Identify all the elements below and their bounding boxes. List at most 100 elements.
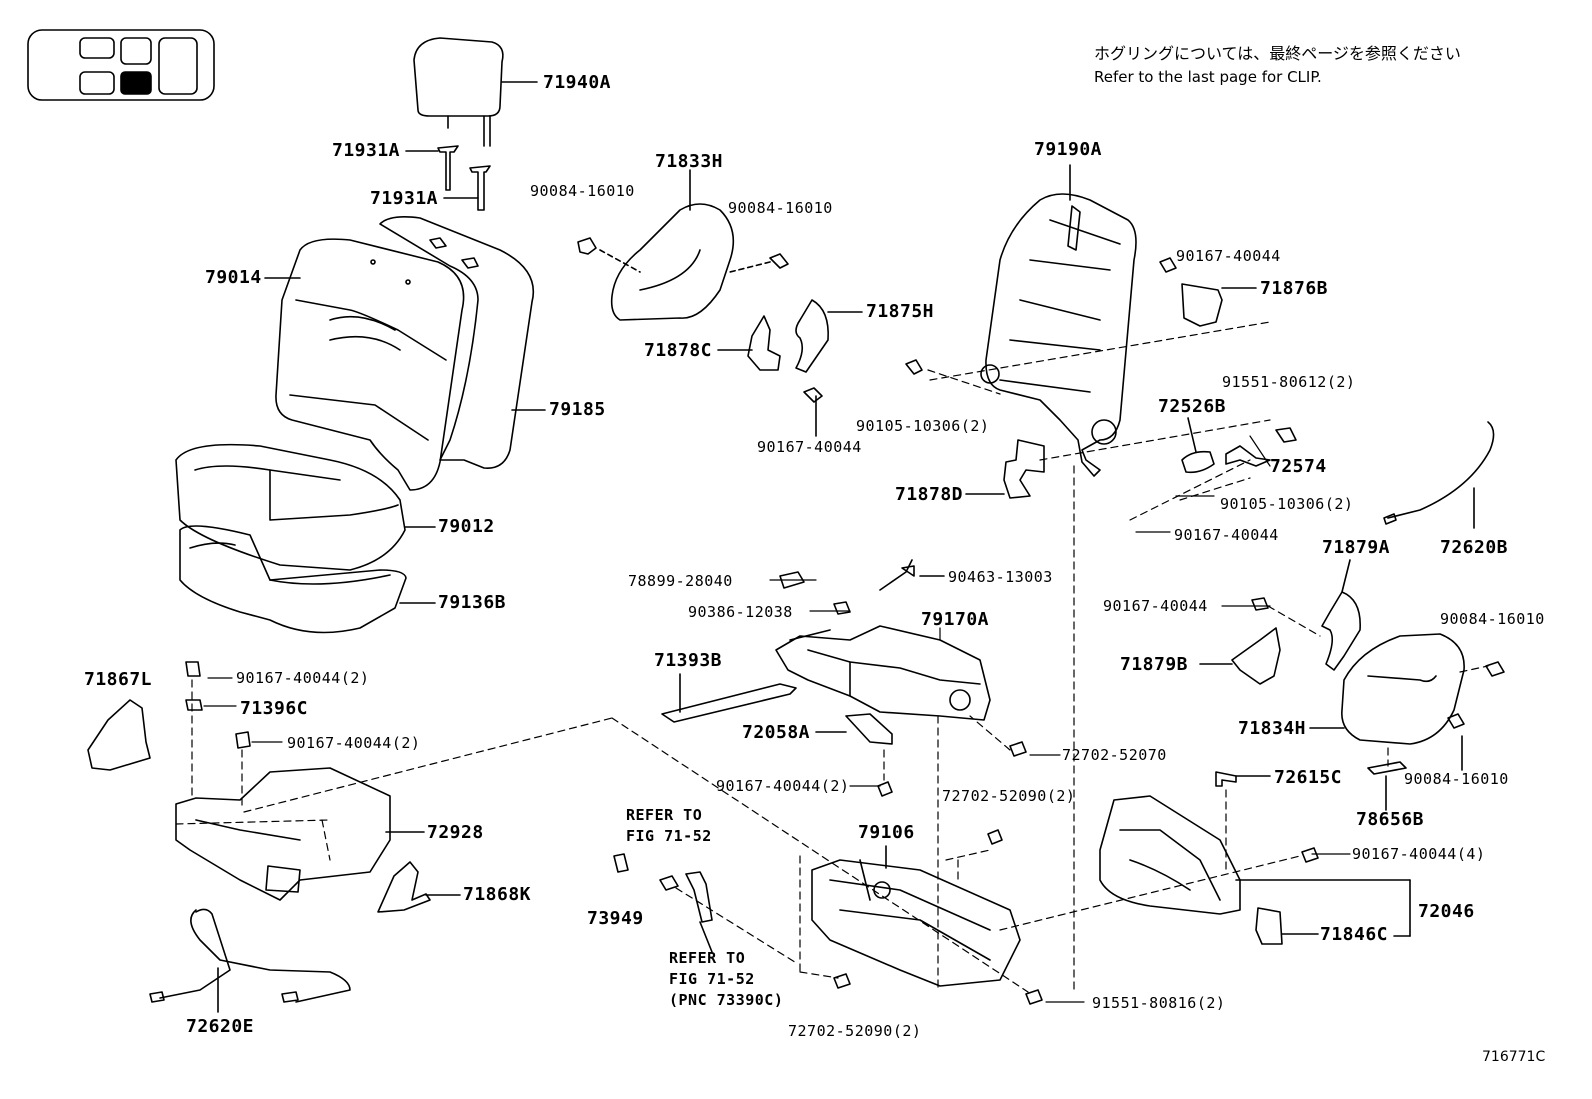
part-label-72046: 72046 [1418,901,1475,922]
seat-back-rear-shape [379,216,546,469]
seat-position-locator-icon [27,29,215,101]
refer-b-line-2: FIG 71-52 [669,970,755,988]
clip-icon [185,661,251,749]
part-label-72526b: 72526B [1158,396,1227,417]
headrest-shape [413,37,538,147]
refer-a-line-1: REFER TO [626,806,703,824]
cover-72046-shape [1099,795,1411,937]
figure-id: 716771C [1482,1049,1546,1065]
part-label-72928: 72928 [427,822,484,843]
part-label-71868k: 71868K [463,884,532,905]
part-label-72620b: 72620B [1440,537,1509,558]
part-label-71876b: 71876B [1260,278,1329,299]
cover-71875h-shape [795,299,863,437]
part-label-91551-80612-2: 91551-80612(2) [1222,373,1356,391]
part-label-72615c: 72615C [1274,767,1343,788]
part-label-90167-40044-d: 90167-40044 [1103,597,1208,615]
part-label-90386-12038: 90386-12038 [688,603,793,621]
bracket-72928-shape [175,767,425,901]
side-shield-71834h-shape [1309,633,1505,771]
headrest-support-shape [405,145,491,211]
seat-cushion-pad-shape [179,525,436,634]
part-label-71875h: 71875H [866,301,935,322]
bracket-71878d-shape [965,439,1045,499]
seatbelt-buckle-shape [613,853,713,953]
part-label-91551-80816-2: 91551-80816(2) [1092,994,1226,1012]
seat-cushion-shape [175,443,436,571]
part-label-72702-52070: 72702-52070 [1062,746,1167,764]
part-label-90167-40044-c: 90167-40044 [1174,526,1279,544]
part-label-72058a: 72058A [742,722,811,743]
cover-71867l-shape [87,699,151,771]
part-label-71879b: 71879B [1120,654,1189,675]
part-label-71931a-1: 71931A [332,140,401,161]
part-label-71931a-2: 71931A [370,188,439,209]
refer-a-line-2: FIG 71-52 [626,827,712,845]
part-label-90084-16010-c: 90084-16010 [1440,610,1545,628]
part-label-79136b: 79136B [438,592,507,613]
part-label-71878d: 71878D [895,484,964,505]
note-en: Refer to the last page for CLIP. [1094,68,1322,86]
solid-leader-lines [203,435,1351,1003]
strap-71393b-shape [661,673,797,723]
part-label-71867l: 71867L [84,669,153,690]
cover-71868k-shape [377,861,461,913]
adjuster-bolt-icon [779,571,1043,1005]
part-label-90167-40044-2b: 90167-40044(2) [287,734,421,752]
part-label-79170a: 79170A [921,609,990,630]
part-label-79185: 79185 [549,399,606,420]
bracket-72058a-shape [815,713,893,745]
cover-71846c-shape [1255,907,1319,945]
refer-b-line-3: (PNC 73390C) [669,991,784,1009]
cover-71879a-shape [1251,559,1361,671]
part-label-90105-10306-2a: 90105-10306(2) [856,417,990,435]
part-label-78899-28040: 78899-28040 [628,572,733,590]
part-label-90167-40044-2c: 90167-40044(2) [716,777,850,795]
part-label-71393b: 71393B [654,650,723,671]
part-label-90084-16010-d: 90084-16010 [1404,770,1509,788]
part-label-72702-52090-2b: 72702-52090(2) [788,1022,922,1040]
part-label-71833h: 71833H [655,151,724,172]
part-label-90463-13003: 90463-13003 [948,568,1053,586]
part-label-71396c: 71396C [240,698,309,719]
seat-frame-79106-shape [811,845,1021,987]
part-label-79014: 79014 [205,267,262,288]
part-label-79190a: 79190A [1034,139,1103,160]
part-label-71878c: 71878C [644,340,713,361]
part-label-73949: 73949 [587,908,644,929]
seat-back-frame-shape [980,164,1137,477]
bracket-71878c-shape [717,315,781,371]
note-jp: ホグリングについては、最終ページを参照ください [1094,44,1461,63]
part-label-90105-10306-2b: 90105-10306(2) [1220,495,1354,513]
part-label-71879a: 71879A [1322,537,1391,558]
bracket-72615c-shape [1215,771,1271,787]
dashed-leader-lines [175,321,1489,993]
part-label-79012: 79012 [438,516,495,537]
refer-b-line-1: REFER TO [669,949,746,967]
part-label-90167-40044-a: 90167-40044 [757,438,862,456]
seat-adjuster-79170a-shape [775,559,991,721]
part-label-72702-52090-2a: 72702-52090(2) [942,787,1076,805]
part-label-90167-40044-4: 90167-40044(4) [1352,845,1486,863]
part-label-71846c: 71846C [1320,924,1389,945]
bolt-icon [577,237,923,403]
seat-back-shape [264,238,465,491]
cover-71879b-shape [1199,627,1281,685]
part-label-90084-16010-a: 90084-16010 [530,182,635,200]
side-cover-71833h-shape [599,169,771,321]
cover-71876b-shape [1159,257,1257,327]
part-label-78656b: 78656B [1356,809,1425,830]
clip-78656b-shape [1367,761,1407,811]
cable-72620e-shape [149,908,351,1013]
part-label-71834h: 71834H [1238,718,1307,739]
part-label-72620e: 72620E [186,1016,255,1037]
part-label-72574: 72574 [1270,456,1327,477]
part-label-71940a: 71940A [543,72,612,93]
part-label-90084-16010-b: 90084-16010 [728,199,833,217]
part-label-90167-40044-b: 90167-40044 [1176,247,1281,265]
part-label-90167-40044-2a: 90167-40044(2) [236,669,370,687]
cable-72620b-shape [1383,421,1495,529]
release-lever-72526b-shape [1181,417,1297,474]
part-label-79106: 79106 [858,822,915,843]
